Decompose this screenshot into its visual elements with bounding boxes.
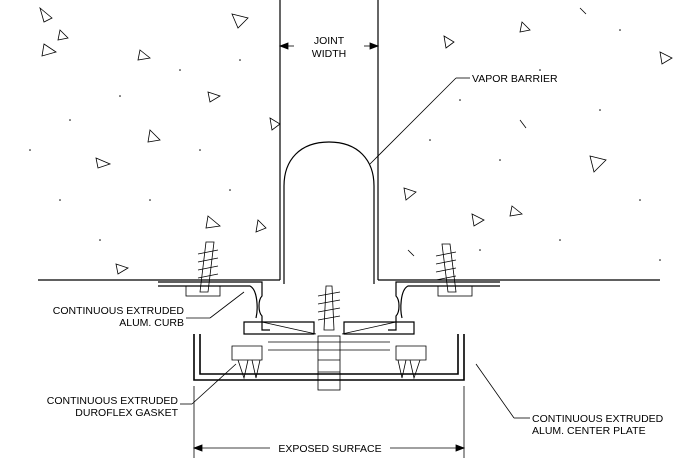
concrete-speckle [29, 29, 661, 261]
anchor-screw-left [185, 241, 221, 297]
vapor-barrier-label: VAPOR BARRIER [472, 73, 558, 85]
duroflex-gasket-right [395, 345, 427, 380]
gasket-label-line2: DUROFLEX GASKET [75, 407, 178, 419]
vapor-barrier-leader [369, 77, 470, 165]
concrete-slab-edges [38, 0, 660, 281]
joint-width-label-line1: JOINT [314, 35, 345, 47]
alum-curb-right [343, 281, 500, 335]
concrete-aggregate [39, 6, 673, 275]
vapor-barrier [283, 141, 375, 284]
curb-leader [186, 291, 245, 319]
curb-label-line2: ALUM. CURB [119, 317, 184, 329]
duroflex-gasket-left [231, 345, 263, 380]
joint-width-dimension [278, 42, 380, 50]
plate-label-line1: CONTINUOUS EXTRUDED [532, 413, 664, 425]
curb-label-line1: CONTINUOUS EXTRUDED [53, 305, 185, 317]
exposed-surface-dimension [192, 386, 466, 458]
alum-center-plate [193, 334, 465, 381]
plate-label-line2: ALUM. CENTER PLATE [532, 425, 646, 437]
anchor-screw-right [435, 243, 473, 297]
joint-width-label-line2: WIDTH [312, 48, 346, 60]
exposed-surface-label: EXPOSED SURFACE [278, 443, 381, 455]
alum-curb-left [158, 281, 315, 335]
gasket-label-line1: CONTINUOUS EXTRUDED [47, 395, 179, 407]
gasket-leader [180, 363, 237, 405]
center-bolt [261, 285, 397, 391]
plate-leader [475, 363, 530, 419]
